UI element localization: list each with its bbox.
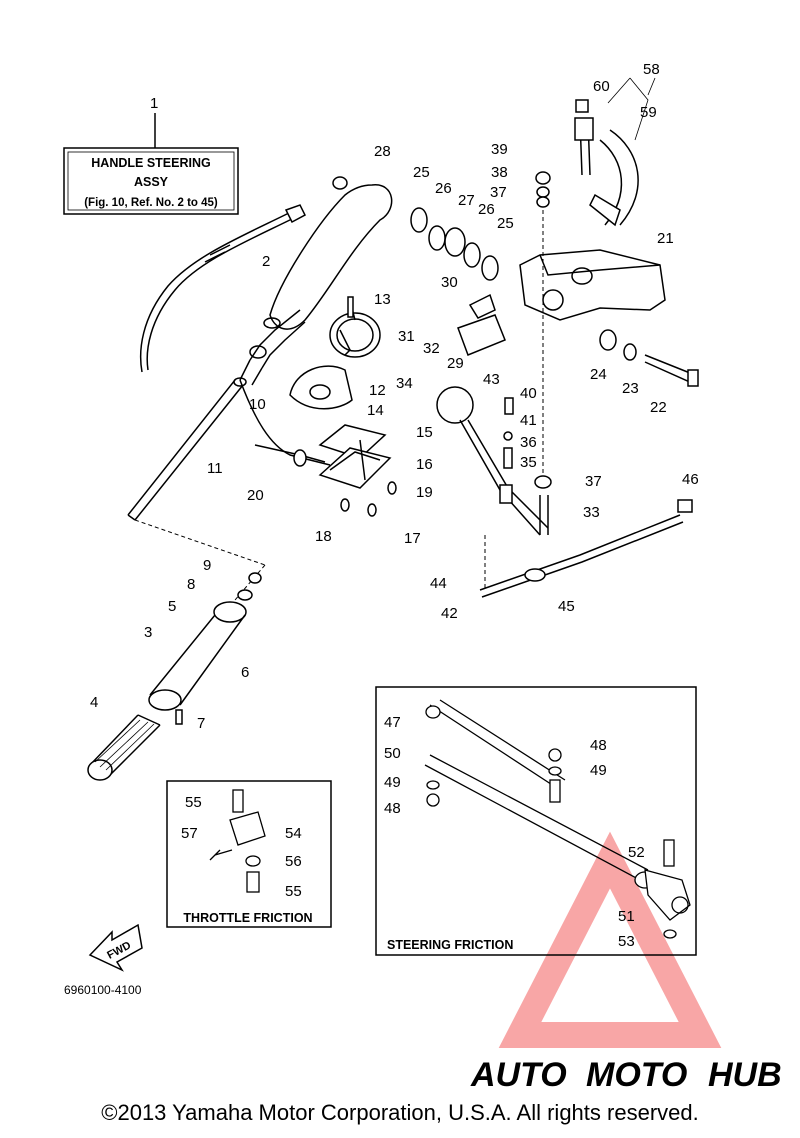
callout-56: 56: [285, 853, 302, 870]
throttle-grip-drawing: [87, 572, 262, 781]
bracket-assembly-drawing: [332, 99, 699, 480]
callout-12: 12: [369, 382, 386, 399]
callout-32: 32: [423, 340, 440, 357]
callout-28: 28: [374, 143, 391, 160]
callout-24: 24: [590, 366, 607, 383]
assembly-subtitle: ASSY: [134, 175, 169, 189]
callout-20: 20: [247, 487, 264, 504]
callout-51: 51: [618, 908, 635, 925]
callout-49a: 49: [384, 774, 401, 791]
steering-handle-drawing: [127, 184, 393, 601]
callout-52: 52: [628, 844, 645, 861]
callout-40: 40: [520, 385, 537, 402]
callout-22: 22: [650, 399, 667, 416]
callout-4: 4: [90, 694, 98, 711]
callout-3: 3: [144, 624, 152, 641]
callout-10: 10: [249, 396, 266, 413]
callout-37b: 37: [490, 184, 507, 201]
callout-8: 8: [187, 576, 195, 593]
callout-29: 29: [447, 355, 464, 372]
callout-35: 35: [520, 454, 537, 471]
callout-17: 17: [404, 530, 421, 547]
callout-11: 11: [207, 460, 223, 477]
watermark-logo-triangle: [498, 831, 722, 1048]
fwd-arrow-icon: FWD: [88, 923, 143, 972]
callout-7: 7: [197, 715, 205, 732]
callout-18: 18: [315, 528, 332, 545]
callout-57: 57: [181, 825, 198, 842]
drawing-code: 6960100-4100: [64, 983, 142, 997]
assembly-reference: (Fig. 10, Ref. No. 2 to 45): [84, 197, 218, 209]
throttle-friction-panel: 55 57 54 56 55 THROTTLE FRICTION: [166, 780, 332, 928]
callout-43: 43: [483, 371, 500, 388]
callout-9: 9: [203, 557, 211, 574]
callout-54: 54: [285, 825, 302, 842]
callout-39: 39: [491, 141, 508, 158]
callout-15: 15: [416, 424, 433, 441]
callout-27: 27: [458, 192, 475, 209]
callout-25b: 25: [497, 215, 514, 232]
callout-leader-lines: [607, 77, 656, 141]
throttle-friction-title: THROTTLE FRICTION: [183, 911, 312, 925]
callout-30: 30: [441, 274, 458, 291]
callout-19: 19: [416, 484, 433, 501]
callout-47: 47: [384, 714, 401, 731]
assembly-title: HANDLE STEERING: [91, 156, 210, 170]
callout-1: 1: [150, 95, 158, 112]
callout-55a: 55: [185, 794, 202, 811]
callout-26a: 26: [435, 180, 452, 197]
steering-friction-title: STEERING FRICTION: [387, 938, 513, 952]
callout-41: 41: [520, 412, 537, 429]
callout-14: 14: [367, 402, 384, 419]
callout-numbers: 2 3 4 5 6 7 8 9 10 11 12 13 14 15 16 17 …: [90, 61, 699, 732]
callout-36: 36: [520, 434, 537, 451]
callout-48b: 48: [590, 737, 607, 754]
callout-5: 5: [168, 598, 176, 615]
callout-46: 46: [682, 471, 699, 488]
copyright-footer: ©2013 Yamaha Motor Corporation, U.S.A. A…: [101, 1100, 699, 1125]
callout-13: 13: [374, 291, 391, 308]
callout-34: 34: [396, 375, 413, 392]
callout-25a: 25: [413, 164, 430, 181]
callout-44: 44: [430, 575, 447, 592]
callout-31: 31: [398, 328, 415, 345]
callout-26b: 26: [478, 201, 495, 218]
callout-21: 21: [657, 230, 674, 247]
callout-48a: 48: [384, 800, 401, 817]
watermark-moto: MOTO: [586, 1056, 687, 1094]
callout-59: 59: [640, 104, 657, 121]
callout-37a: 37: [585, 473, 602, 490]
callout-33: 33: [583, 504, 600, 521]
callout-58: 58: [643, 61, 660, 78]
friction-gear-drawing: [289, 296, 397, 517]
shift-lever-drawing: [436, 386, 693, 598]
assembly-label-box: 1 HANDLE STEERING ASSY (Fig. 10, Ref. No…: [63, 95, 239, 215]
watermark-logo-text: AUTO MOTO HUB: [470, 1056, 782, 1094]
watermark-auto: AUTO: [470, 1056, 567, 1094]
callout-45: 45: [558, 598, 575, 615]
callout-42: 42: [441, 605, 458, 622]
callout-23: 23: [622, 380, 639, 397]
callout-38: 38: [491, 164, 508, 181]
steering-friction-panel: 47 50 49 48 48 49 52 51 53 STEERING FRIC…: [375, 686, 697, 956]
callout-50: 50: [384, 745, 401, 762]
callout-49b: 49: [590, 762, 607, 779]
watermark-hub: HUB: [708, 1056, 782, 1094]
callout-55b: 55: [285, 883, 302, 900]
callout-6: 6: [241, 664, 249, 681]
callout-2: 2: [262, 253, 270, 270]
callout-16: 16: [416, 456, 433, 473]
callout-53: 53: [618, 933, 635, 950]
callout-60: 60: [593, 78, 610, 95]
